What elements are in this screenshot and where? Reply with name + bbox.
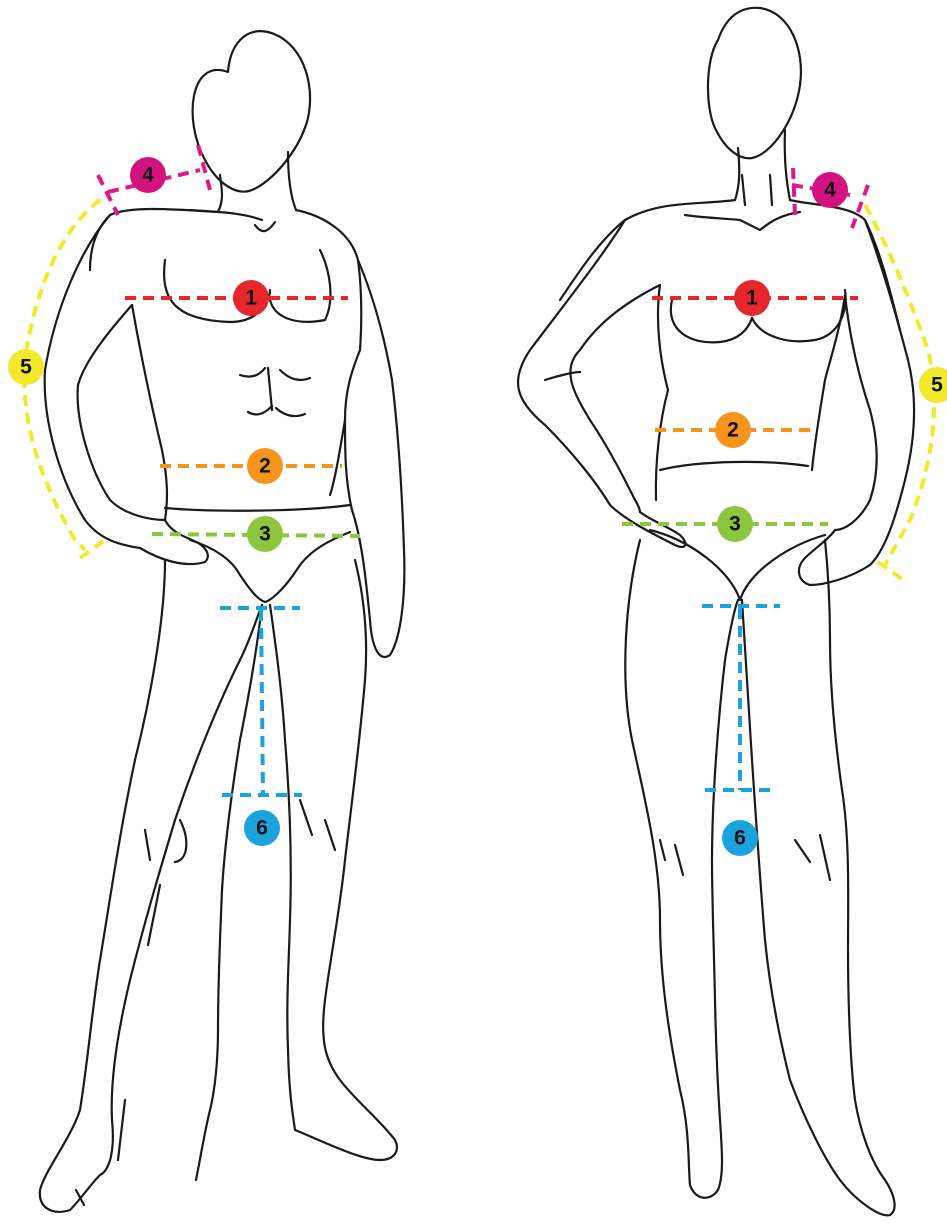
male-marker-1: 1 [233,280,269,316]
female-sleeve-tick [878,562,906,582]
female-marker-6: 6 [722,820,758,856]
female-head [708,8,801,158]
female-shoulder-tick-a [793,168,795,215]
svg-text:2: 2 [259,455,271,478]
marker-layer: 1 2 3 4 5 6 1 2 3 4 5 6 [8,157,947,856]
male-measurements [24,145,360,795]
svg-text:6: 6 [256,817,268,840]
female-marker-3: 3 [717,506,753,542]
male-marker-6: 6 [244,810,280,846]
female-marker-4: 4 [812,172,848,208]
male-figure [40,31,405,1212]
male-inseam-line [261,610,263,795]
male-shoulder-tick-a [98,175,118,215]
svg-text:6: 6 [734,827,746,850]
svg-text:2: 2 [727,419,739,442]
female-figure [518,8,914,1216]
svg-text:4: 4 [142,164,154,187]
svg-text:1: 1 [245,287,257,310]
female-measurements [622,168,934,790]
svg-text:1: 1 [746,287,758,310]
female-marker-1: 1 [734,280,770,316]
male-marker-2: 2 [247,448,283,484]
svg-text:3: 3 [729,513,741,536]
svg-text:5: 5 [20,356,32,379]
male-marker-5: 5 [8,349,44,385]
female-marker-2: 2 [715,412,751,448]
svg-text:4: 4 [824,179,836,202]
svg-text:3: 3 [259,523,271,546]
svg-text:5: 5 [931,374,943,397]
male-marker-4: 4 [130,157,166,193]
male-marker-3: 3 [247,516,283,552]
female-marker-5: 5 [919,367,947,403]
male-head [193,31,310,191]
